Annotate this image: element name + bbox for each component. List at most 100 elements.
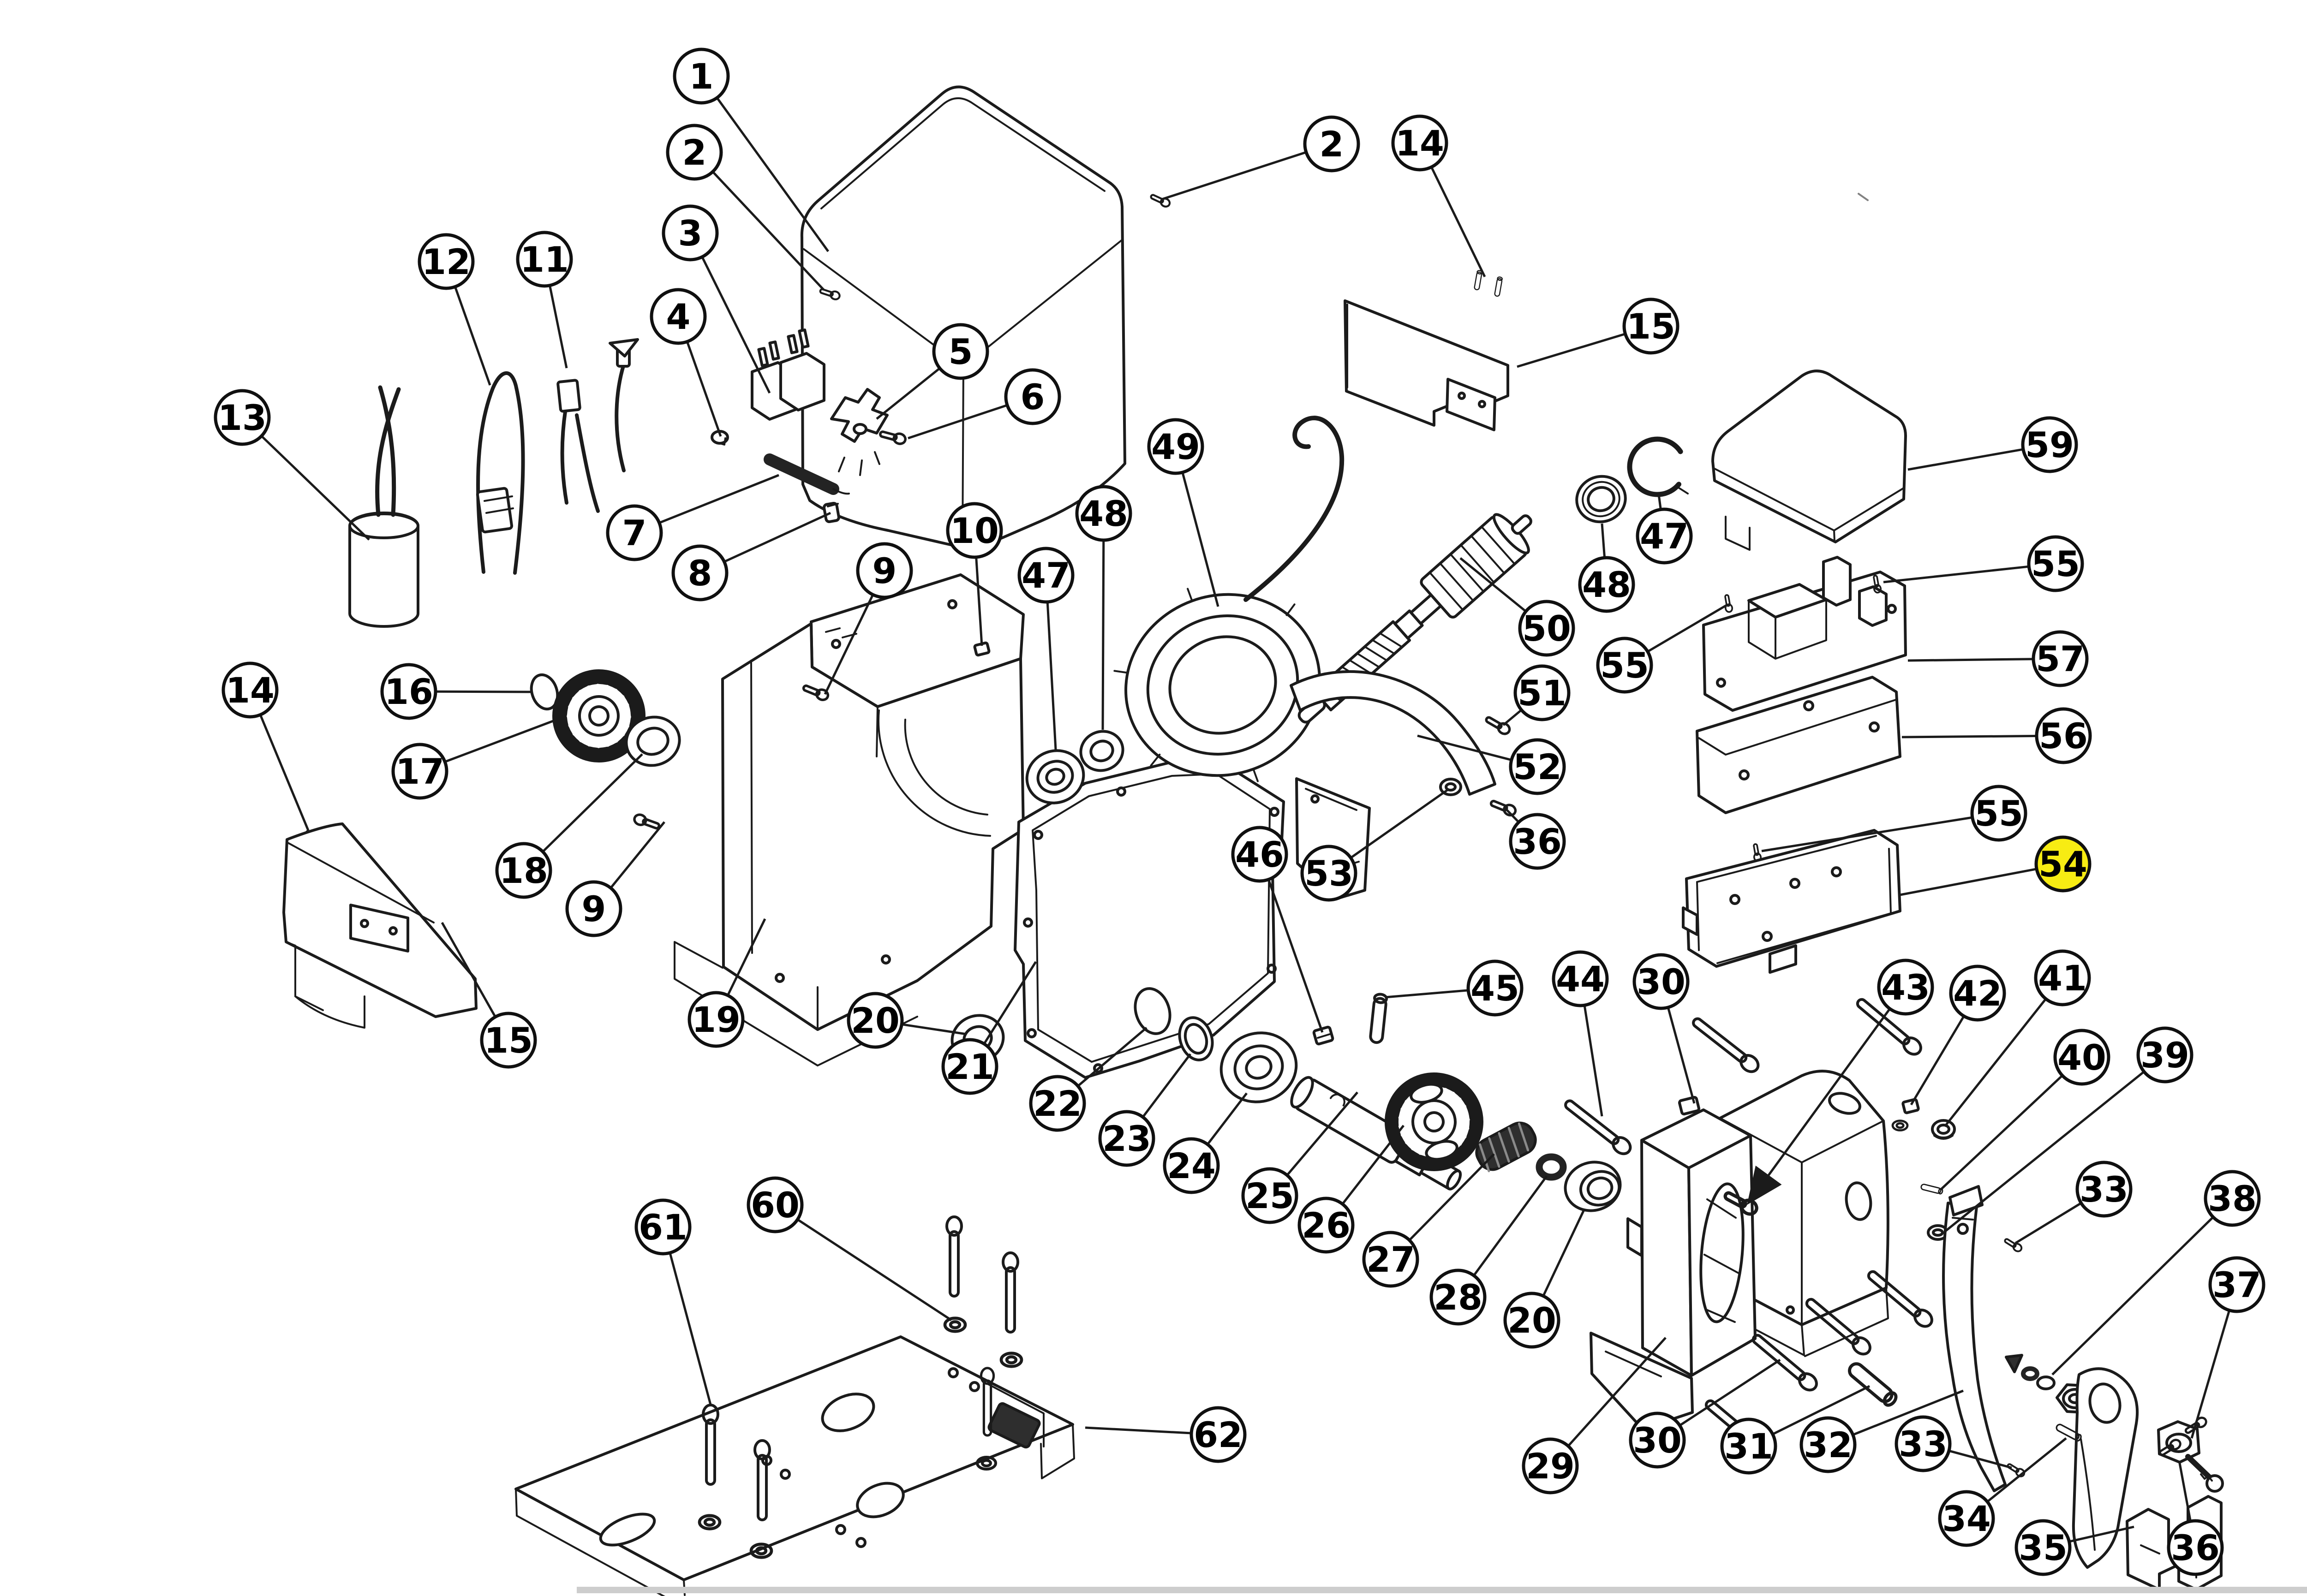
callout-30[interactable]: 30 <box>1632 953 1690 1010</box>
callout-55[interactable]: 55 <box>1596 637 1653 694</box>
callout-41[interactable]: 41 <box>2034 949 2091 1006</box>
callout-2[interactable]: 2 <box>666 124 723 181</box>
callout-number: 27 <box>1366 1239 1415 1280</box>
spring-7 <box>764 453 850 495</box>
callout-30[interactable]: 30 <box>1629 1411 1686 1469</box>
callout-9[interactable]: 9 <box>856 542 913 599</box>
callout-44[interactable]: 44 <box>1552 950 1609 1007</box>
callout-number: 41 <box>2038 958 2087 999</box>
callout-14[interactable]: 14 <box>1391 114 1448 172</box>
callout-17[interactable]: 17 <box>391 743 448 800</box>
callout-60[interactable]: 60 <box>747 1176 804 1233</box>
callout-59[interactable]: 59 <box>2021 416 2078 473</box>
callout-21[interactable]: 21 <box>941 1038 998 1095</box>
motor-wire <box>1243 416 1345 602</box>
callout-29[interactable]: 29 <box>1522 1437 1579 1495</box>
callout-number: 39 <box>2140 1035 2189 1076</box>
callout-42[interactable]: 42 <box>1949 965 2006 1022</box>
callout-49[interactable]: 49 <box>1147 418 1204 475</box>
diagram-line-art <box>282 85 2307 1596</box>
leader-30 <box>1679 1358 1781 1427</box>
callout-54-highlighted[interactable]: 54 <box>2034 835 2092 893</box>
callout-number: 34 <box>1942 1498 1991 1539</box>
callout-53[interactable]: 53 <box>1300 845 1357 902</box>
callout-50[interactable]: 50 <box>1518 600 1575 657</box>
callout-1[interactable]: 1 <box>673 48 730 105</box>
callout-46[interactable]: 46 <box>1231 826 1288 883</box>
callout-43[interactable]: 43 <box>1877 959 1934 1016</box>
callout-45[interactable]: 45 <box>1466 959 1524 1017</box>
leader-3 <box>701 256 771 394</box>
callout-24[interactable]: 24 <box>1163 1137 1220 1194</box>
callout-23[interactable]: 23 <box>1098 1110 1155 1167</box>
callout-27[interactable]: 27 <box>1362 1231 1419 1288</box>
callout-8[interactable]: 8 <box>671 544 729 601</box>
callout-38[interactable]: 38 <box>2204 1170 2261 1227</box>
callout-34[interactable]: 34 <box>1938 1490 1995 1547</box>
callout-20[interactable]: 20 <box>1503 1292 1560 1349</box>
callout-6[interactable]: 6 <box>1004 368 1061 425</box>
leader-16 <box>435 690 532 693</box>
callout-36[interactable]: 36 <box>1509 813 1566 870</box>
callout-32[interactable]: 32 <box>1799 1416 1857 1473</box>
callout-52[interactable]: 52 <box>1509 738 1566 795</box>
bearing-24 <box>1219 1031 1298 1103</box>
leader-2 <box>711 171 825 291</box>
callout-9[interactable]: 9 <box>565 880 622 937</box>
callout-48[interactable]: 48 <box>1075 485 1132 542</box>
callout-57[interactable]: 57 <box>2032 630 2089 687</box>
callout-number: 46 <box>1235 834 1284 875</box>
leader-17 <box>444 716 563 763</box>
callout-13[interactable]: 13 <box>214 389 271 446</box>
callout-2[interactable]: 2 <box>1303 115 1360 173</box>
callout-47[interactable]: 47 <box>1017 547 1075 604</box>
callout-11[interactable]: 11 <box>516 231 573 288</box>
callout-61[interactable]: 61 <box>634 1198 692 1256</box>
callout-10[interactable]: 10 <box>946 502 1003 559</box>
callout-15[interactable]: 15 <box>1622 298 1679 355</box>
callout-33[interactable]: 33 <box>2075 1161 2133 1218</box>
callout-51[interactable]: 51 <box>1513 664 1571 721</box>
callout-40[interactable]: 40 <box>2053 1029 2110 1086</box>
callout-number: 1 <box>689 56 714 97</box>
callout-16[interactable]: 16 <box>380 663 437 720</box>
callout-number: 47 <box>1022 555 1070 596</box>
leader-26 <box>1341 1125 1405 1205</box>
callout-15[interactable]: 15 <box>480 1012 537 1069</box>
callout-33[interactable]: 33 <box>1895 1415 1952 1472</box>
callout-62[interactable]: 62 <box>1189 1406 1247 1463</box>
nut-46 <box>1312 1025 1334 1046</box>
housing-19 <box>674 573 1025 1066</box>
callout-28[interactable]: 28 <box>1429 1268 1487 1326</box>
callout-18[interactable]: 18 <box>495 842 552 899</box>
callout-20[interactable]: 20 <box>847 992 904 1049</box>
callout-5[interactable]: 5 <box>932 323 989 380</box>
callout-55[interactable]: 55 <box>1970 785 2027 842</box>
callout-35[interactable]: 35 <box>2014 1519 2072 1576</box>
callout-19[interactable]: 19 <box>687 991 745 1048</box>
bearing-18 <box>625 715 681 767</box>
pin-31 <box>1847 1361 1898 1408</box>
callout-14[interactable]: 14 <box>221 661 279 719</box>
callout-55[interactable]: 55 <box>2027 535 2084 592</box>
relay-part <box>751 328 825 421</box>
callout-31[interactable]: 31 <box>1720 1417 1777 1475</box>
callout-56[interactable]: 56 <box>2035 707 2092 764</box>
callout-37[interactable]: 37 <box>2208 1256 2265 1313</box>
leader-35 <box>2068 1525 2134 1543</box>
callout-12[interactable]: 12 <box>418 233 475 290</box>
callout-36[interactable]: 36 <box>2167 1519 2224 1576</box>
callout-3[interactable]: 3 <box>662 204 719 262</box>
callout-47[interactable]: 47 <box>1636 507 1693 565</box>
callout-number: 54 <box>2038 844 2087 885</box>
callout-4[interactable]: 4 <box>650 288 707 345</box>
callout-22[interactable]: 22 <box>1029 1075 1086 1132</box>
callout-39[interactable]: 39 <box>2136 1026 2193 1084</box>
leader-9 <box>610 821 665 889</box>
leader-32 <box>1852 1389 1964 1436</box>
callout-7[interactable]: 7 <box>606 504 663 561</box>
callout-26[interactable]: 26 <box>1297 1197 1355 1254</box>
callout-25[interactable]: 25 <box>1241 1167 1298 1224</box>
leader-20 <box>1542 1210 1585 1297</box>
callout-48[interactable]: 48 <box>1578 556 1635 613</box>
